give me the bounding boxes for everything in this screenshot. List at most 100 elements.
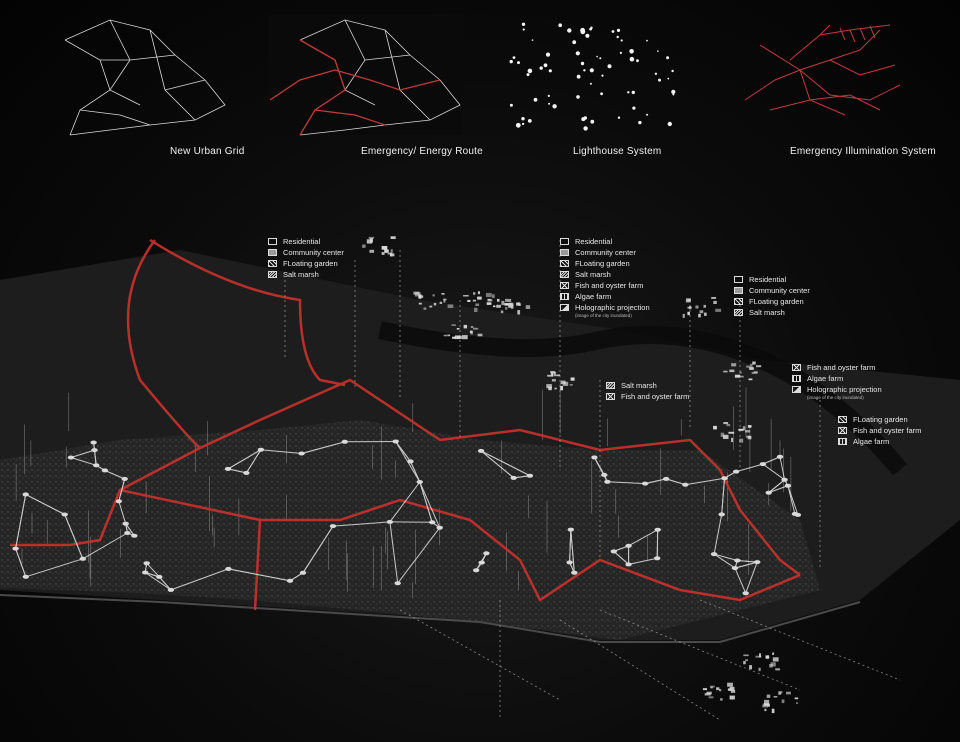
legend-swatch-icon bbox=[792, 375, 801, 382]
platform-module bbox=[510, 306, 514, 309]
lighthouse-dot bbox=[629, 56, 635, 62]
platform-module bbox=[569, 384, 573, 386]
lighthouse-dot bbox=[631, 90, 635, 95]
lighthouse-node-icon bbox=[710, 552, 718, 557]
grid-edge bbox=[397, 527, 441, 584]
lighthouse-dot bbox=[580, 27, 585, 33]
platform-module bbox=[418, 294, 422, 299]
lighthouse-node-icon bbox=[765, 490, 772, 495]
caption-emergency-illumination-system: Emergency Illumination System bbox=[790, 146, 936, 157]
lighthouse-dot bbox=[575, 51, 580, 56]
platform-module bbox=[457, 335, 462, 339]
lighthouse-node-icon bbox=[754, 560, 761, 565]
legend-label: FLoating garden bbox=[853, 415, 908, 424]
platform-module bbox=[475, 303, 480, 306]
platform-module bbox=[731, 363, 737, 367]
lighthouse-dot bbox=[632, 106, 636, 110]
legend-item: FLoating garden bbox=[268, 258, 344, 269]
platform-module bbox=[742, 426, 746, 431]
lighthouse-dot bbox=[658, 78, 661, 82]
lighthouse-dot bbox=[531, 39, 534, 41]
grid-edge bbox=[613, 551, 629, 565]
lighthouse-node-icon bbox=[604, 479, 611, 484]
lighthouse-dot bbox=[616, 28, 621, 32]
lighthouse-node-icon bbox=[794, 512, 802, 517]
lighthouse-node-icon bbox=[93, 463, 100, 468]
lighthouse-node-icon bbox=[122, 521, 129, 526]
platform-module bbox=[753, 371, 758, 373]
lighthouse-node-icon bbox=[510, 475, 517, 480]
platform-module bbox=[548, 386, 552, 391]
legend-swatch-icon bbox=[560, 249, 569, 256]
platform-module bbox=[570, 377, 575, 381]
grid-edge bbox=[64, 514, 84, 559]
platform-module bbox=[387, 252, 392, 255]
grid-edge bbox=[607, 481, 646, 485]
platform-module bbox=[747, 435, 752, 440]
lighthouse-node-icon bbox=[759, 462, 767, 467]
grid-edge bbox=[762, 463, 785, 481]
lighthouse-node-icon bbox=[143, 561, 150, 566]
platform-module bbox=[743, 661, 746, 665]
grid-edge bbox=[768, 479, 785, 494]
grid-edge bbox=[25, 493, 65, 515]
platform-module bbox=[743, 654, 749, 657]
grid-edge bbox=[713, 514, 723, 555]
legend-swatch-icon bbox=[560, 260, 569, 267]
lighthouse-node-icon bbox=[156, 574, 163, 579]
platform-module bbox=[778, 692, 781, 695]
lighthouse-dot bbox=[589, 27, 592, 31]
lighthouse-dot bbox=[617, 116, 621, 119]
grid-edge bbox=[745, 561, 758, 594]
platform-module bbox=[551, 372, 554, 377]
legend-item: Community center bbox=[560, 247, 650, 258]
grid-edge bbox=[227, 468, 247, 474]
platform-module bbox=[766, 694, 771, 698]
platform-module bbox=[493, 305, 496, 308]
lighthouse-node-icon bbox=[662, 476, 670, 481]
grid-edge bbox=[70, 449, 95, 458]
lighthouse-dot bbox=[527, 68, 533, 74]
legend-swatch-icon bbox=[560, 271, 569, 278]
lighthouse-dot bbox=[552, 104, 557, 109]
legend-item: Community center bbox=[734, 285, 810, 296]
lighthouse-node-icon bbox=[131, 533, 138, 538]
lighthouse-dot bbox=[548, 69, 552, 73]
projection-lines bbox=[284, 240, 901, 721]
platform-module bbox=[473, 292, 476, 295]
lighthouse-node-icon bbox=[721, 476, 728, 481]
lighthouse-node-icon bbox=[257, 447, 265, 452]
urban-grid-network bbox=[15, 441, 799, 594]
platform-module bbox=[433, 302, 437, 306]
platform-module bbox=[390, 252, 393, 257]
platform-module bbox=[710, 685, 715, 688]
platform-module bbox=[723, 422, 729, 425]
lighthouse-dot bbox=[667, 77, 670, 80]
platform-module bbox=[443, 334, 447, 337]
grid-edge bbox=[570, 529, 575, 573]
platform-module bbox=[796, 702, 799, 704]
lighthouse-dot bbox=[533, 97, 538, 102]
lighthouse-node-icon bbox=[79, 556, 87, 561]
grid-edge bbox=[762, 456, 781, 465]
platform-module bbox=[381, 252, 385, 255]
platform-module bbox=[467, 299, 471, 302]
platform-module bbox=[764, 708, 767, 712]
lighthouse-dot bbox=[576, 74, 581, 79]
lighthouse-node-icon bbox=[286, 578, 294, 583]
grid-edge bbox=[94, 450, 97, 466]
grid-edge bbox=[170, 568, 229, 591]
legend-swatch-icon bbox=[560, 293, 569, 300]
platform-module bbox=[517, 310, 521, 315]
grid-edge bbox=[146, 562, 160, 578]
legend-item: Algae farm bbox=[792, 373, 882, 384]
lighthouse-node-icon bbox=[392, 439, 399, 444]
platform-module bbox=[551, 379, 556, 382]
platform-module bbox=[390, 249, 393, 253]
grid-edge bbox=[779, 456, 786, 480]
platform-module bbox=[463, 324, 468, 329]
legend-item: Fish and oyster farm bbox=[792, 362, 882, 373]
platform-module bbox=[415, 292, 421, 297]
lighthouse-node-icon bbox=[225, 566, 232, 571]
